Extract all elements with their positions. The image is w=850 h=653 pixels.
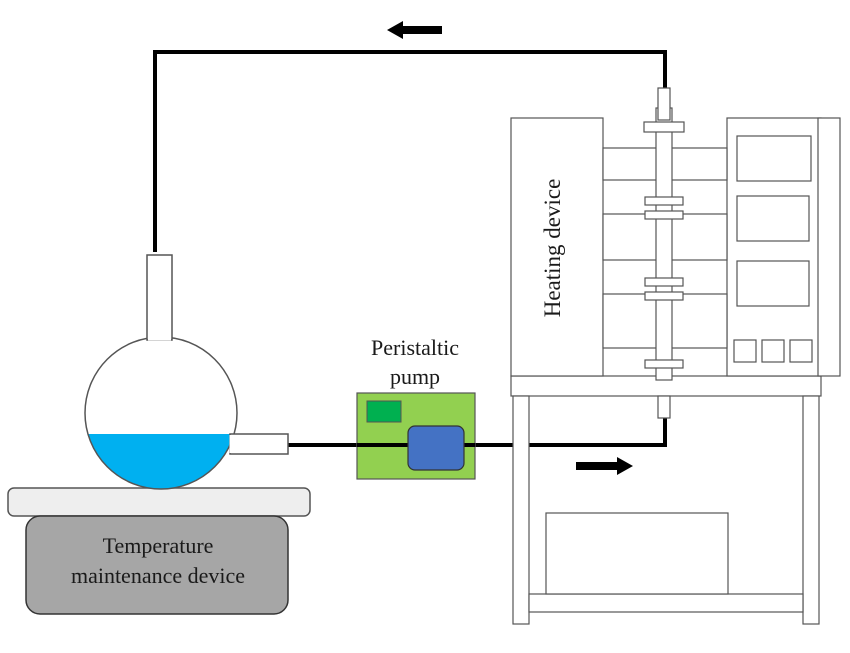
peristaltic-pump (356, 392, 476, 480)
temperature-device-label-line2: maintenance device (71, 563, 245, 588)
temperature-maintenance-device (25, 515, 289, 615)
pump-label-line2: pump (390, 364, 440, 389)
round-bottom-flask (84, 254, 289, 490)
reactor-tube (643, 87, 685, 419)
hot-plate-top (7, 487, 311, 517)
feed-tubing (288, 418, 667, 447)
return-tubing (153, 50, 667, 252)
flow-arrow-left (387, 21, 442, 39)
flask-neck (146, 254, 173, 341)
heating-device (510, 117, 841, 625)
pump-indicator (366, 400, 402, 423)
pump-label-line1: Peristaltic (371, 335, 459, 360)
heating-device-label: Heating device (540, 179, 565, 318)
temperature-device-label-line1: Temperature (103, 533, 214, 558)
flow-arrow-right (576, 457, 633, 475)
flask-side-arm (229, 433, 289, 455)
pump-head (407, 425, 465, 471)
